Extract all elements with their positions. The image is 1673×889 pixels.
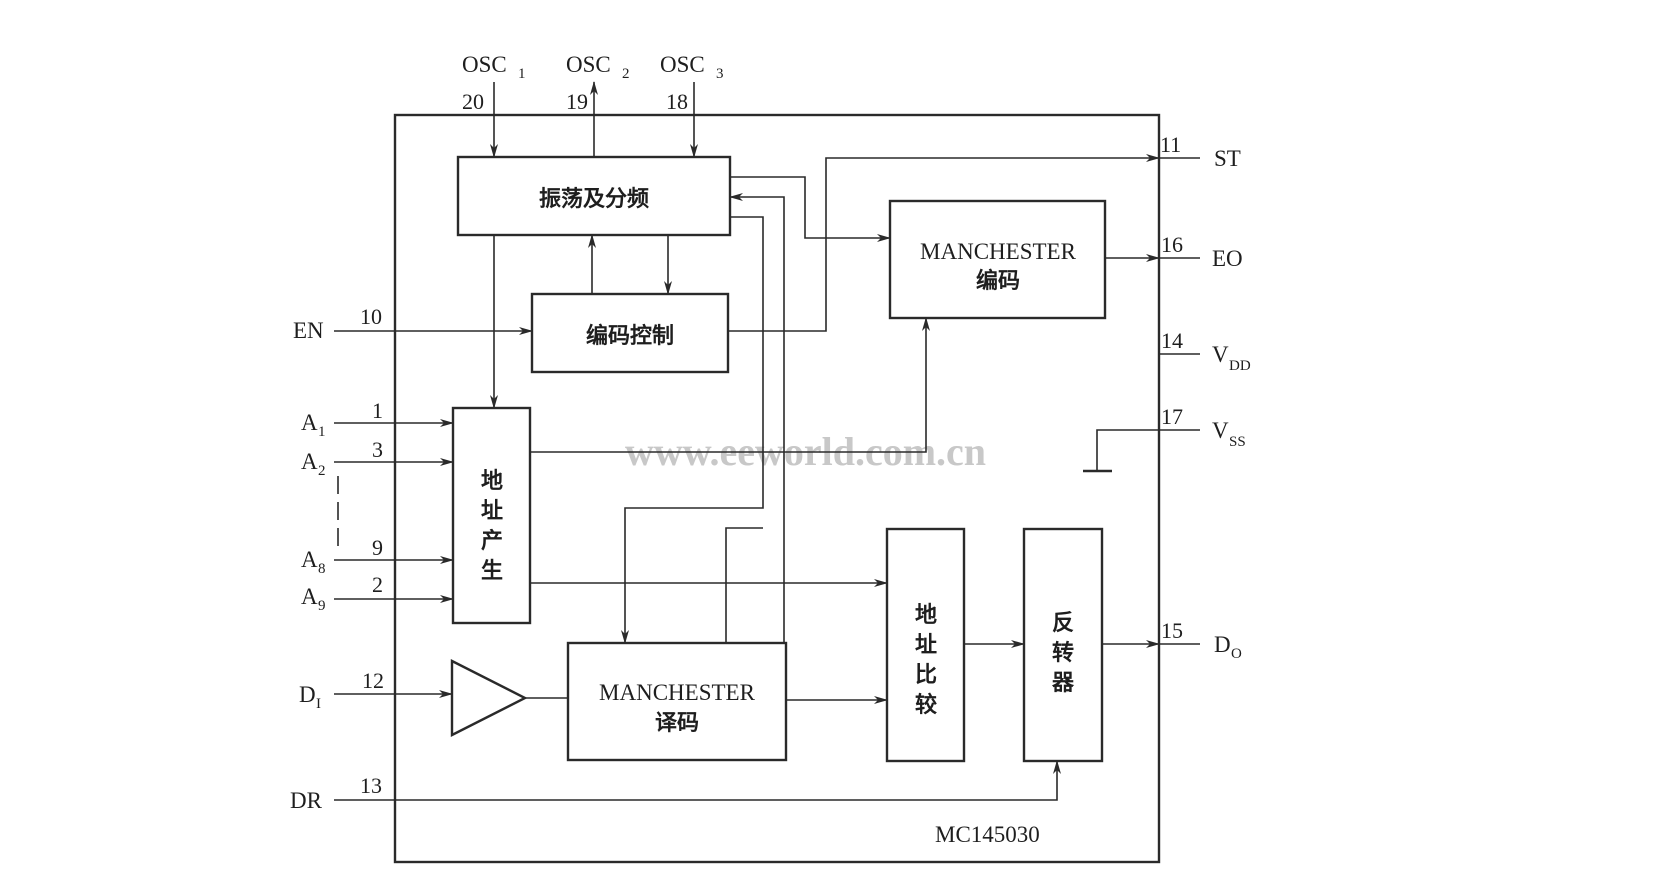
pin-dr: DR 13: [290, 773, 382, 813]
svg-text:17: 17: [1161, 404, 1183, 429]
manchester-decoder-label-2: 译码: [655, 711, 699, 736]
svg-text:D: D: [1214, 632, 1231, 657]
pin-osc3: OSC 3 18: [660, 52, 724, 114]
svg-text:9: 9: [372, 535, 383, 560]
svg-text:16: 16: [1161, 232, 1183, 257]
svg-text:8: 8: [318, 561, 326, 577]
address-compare-block: 地 址 比 较: [885, 527, 966, 763]
address-gen-char-1: 地: [481, 469, 503, 494]
ctrl-to-st-wire: [728, 154, 1160, 332]
svg-text:18: 18: [666, 89, 688, 114]
pin-osc2: OSC 2 19: [566, 52, 630, 114]
svg-text:3: 3: [372, 437, 383, 462]
chip-outline: [393, 113, 1161, 864]
pin-a9: A 9 2: [301, 572, 383, 614]
svg-text:A: A: [301, 584, 318, 609]
osc-to-decoder-wire: [621, 216, 764, 644]
svg-text:OSC: OSC: [660, 52, 705, 77]
svg-text:ST: ST: [1214, 146, 1241, 171]
svg-text:13: 13: [360, 773, 382, 798]
pin-di: D I 12: [299, 668, 384, 712]
svg-text:15: 15: [1161, 618, 1183, 643]
svg-text:I: I: [316, 696, 321, 712]
inverter-char-1: 反: [1052, 611, 1074, 636]
inverter-char-3: 器: [1051, 671, 1075, 696]
svg-text:19: 19: [566, 89, 588, 114]
svg-text:A: A: [301, 410, 318, 435]
svg-text:DD: DD: [1229, 358, 1251, 374]
pin-osc1: OSC 1 20: [462, 52, 526, 114]
svg-text:EO: EO: [1212, 246, 1243, 271]
address-gen-char-3: 产: [481, 529, 503, 554]
svg-text:11: 11: [1160, 132, 1181, 157]
encode-control-label: 编码控制: [586, 323, 674, 349]
pin-a2: A 2 3: [301, 437, 383, 479]
chip-name: MC145030: [935, 822, 1040, 847]
address-gen-char-4: 生: [481, 559, 503, 584]
svg-text:O: O: [1231, 646, 1242, 662]
svg-text:2: 2: [372, 572, 383, 597]
manchester-encoder-label-2: 编码: [976, 268, 1020, 294]
decoder-feedback-wire: [725, 527, 763, 643]
inverter-char-2: 转: [1052, 640, 1074, 666]
address-compare-char-3: 比: [915, 663, 937, 688]
manchester-encoder-label-1: MANCHESTER: [920, 239, 1077, 264]
svg-text:V: V: [1212, 418, 1229, 443]
osc-to-encoder-wire: [730, 176, 891, 242]
svg-text:1: 1: [318, 424, 326, 440]
svg-text:20: 20: [462, 89, 484, 114]
address-gen-char-2: 址: [481, 499, 503, 524]
svg-text:OSC: OSC: [566, 52, 611, 77]
pin-do: 15 D O: [1161, 618, 1242, 662]
dr-wire: [334, 760, 1061, 801]
svg-text:9: 9: [318, 598, 326, 614]
manchester-decoder-block: MANCHESTER 译码: [566, 641, 788, 762]
pin-vss: 17 V SS: [1161, 404, 1246, 450]
svg-text:3: 3: [716, 66, 724, 82]
inverter-block: 反 转 器: [1022, 527, 1104, 763]
svg-text:OSC: OSC: [462, 52, 507, 77]
pin-a8: A 8 9: [301, 535, 383, 577]
svg-text:A: A: [301, 547, 318, 572]
svg-text:2: 2: [622, 66, 630, 82]
encode-control-block: 编码控制: [530, 292, 730, 374]
svg-text:14: 14: [1161, 328, 1183, 353]
pin-vdd: 14 V DD: [1161, 328, 1251, 374]
oscillator-label: 振荡及分频: [539, 186, 649, 212]
feedback-to-osc-wire: [729, 193, 785, 643]
svg-text:2: 2: [318, 463, 326, 479]
svg-text:12: 12: [362, 668, 384, 693]
svg-text:10: 10: [360, 304, 382, 329]
svg-text:V: V: [1212, 342, 1229, 367]
vss-wire: [1096, 429, 1200, 470]
svg-text:DR: DR: [290, 788, 323, 813]
pin-st: 11 ST: [1160, 132, 1241, 171]
manchester-decoder-label-1: MANCHESTER: [599, 680, 756, 705]
svg-text:SS: SS: [1229, 434, 1246, 450]
pin-en: EN 10: [293, 304, 382, 343]
pin-eo: 16 EO: [1161, 232, 1243, 271]
address-generator-block: 地 址 产 生: [451, 406, 532, 625]
svg-text:1: 1: [372, 398, 383, 423]
manchester-encoder-block: MANCHESTER 编码: [888, 199, 1107, 320]
svg-text:D: D: [299, 682, 316, 707]
svg-text:1: 1: [518, 66, 526, 82]
address-compare-char-1: 地: [915, 603, 937, 628]
svg-text:A: A: [301, 449, 318, 474]
svg-text:EN: EN: [293, 318, 324, 343]
input-buffer-icon: [450, 659, 528, 737]
addrgen-to-encoder-wire: [530, 317, 930, 453]
pin-a1: A 1 1: [301, 398, 383, 440]
address-compare-char-4: 较: [915, 692, 937, 718]
address-compare-char-2: 址: [915, 633, 937, 658]
oscillator-block: 振荡及分频: [456, 155, 732, 237]
